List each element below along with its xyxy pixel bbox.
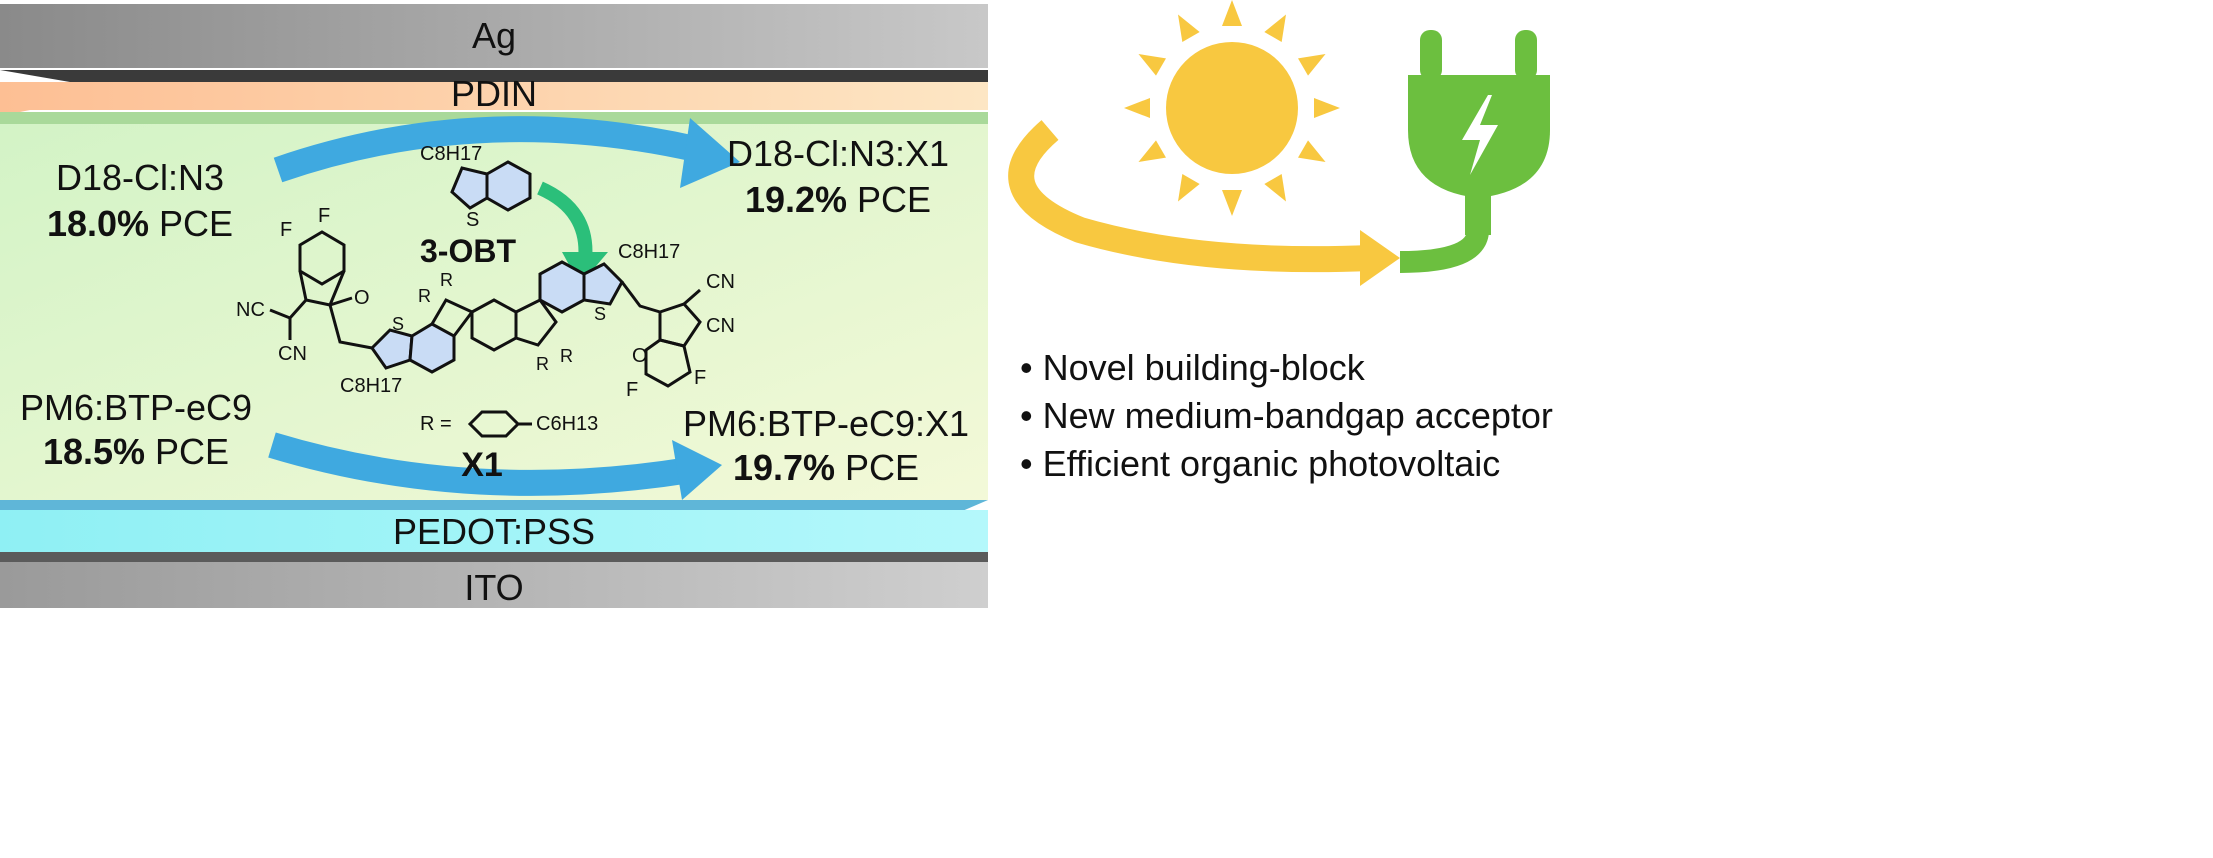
c8h17-label: C8H17 [618,241,680,263]
svg-text:PM6:BTP-eC9: PM6:BTP-eC9 [20,387,252,428]
svg-text:D18-Cl:N3:X1: D18-Cl:N3:X1 [727,133,949,174]
3-obt-structure: C8H17 S 3-OBT [420,143,532,269]
highlight-item: • New medium-bandgap acceptor [1020,395,1553,436]
ag-layer [0,4,988,68]
ag-label: Ag [472,15,516,56]
svg-text:R: R [440,270,453,290]
svg-text:19.2% PCE: 19.2% PCE [745,179,931,220]
svg-text:F: F [318,205,330,227]
pdin-label: PDIN [451,73,537,114]
system-pm6-btp: PM6:BTP-eC9 18.5% PCE [20,387,252,472]
svg-text:R: R [536,354,549,374]
pedot-label: PEDOT:PSS [393,511,595,552]
system-d18-n3-x1: D18-Cl:N3:X1 19.2% PCE [727,133,949,220]
highlight-item: • Novel building-block [1020,347,1366,388]
svg-text:CN: CN [278,343,307,365]
device-stack [0,4,988,608]
upper-arrow [273,116,703,183]
svg-text:S: S [466,209,479,231]
svg-text:O: O [354,287,370,309]
svg-text:S: S [594,304,606,324]
svg-text:18.0% PCE: 18.0% PCE [47,203,233,244]
svg-text:NC: NC [236,299,265,321]
svg-text:18.5% PCE: 18.5% PCE [43,431,229,472]
svg-text:R =: R = [420,413,452,435]
c8h17-label: C8H17 [340,375,402,397]
building-block-label: 3-OBT [420,233,516,269]
svg-text:19.7% PCE: 19.7% PCE [733,447,919,488]
svg-text:D18-Cl:N3: D18-Cl:N3 [56,157,224,198]
ito-label: ITO [464,567,523,608]
highlight-item: • Efficient organic photovoltaic [1020,443,1500,484]
svg-text:F: F [280,219,292,241]
upper-arrow-head [680,118,740,188]
system-pm6-btp-x1: PM6:BTP-eC9:X1 19.7% PCE [683,403,969,488]
svg-text:O: O [632,345,648,367]
svg-text:CN: CN [706,271,735,293]
c8h17-label: C8H17 [420,143,482,165]
svg-text:S: S [392,314,404,334]
sun-icon [1124,0,1340,216]
svg-text:R: R [418,286,431,306]
system-d18-n3: D18-Cl:N3 18.0% PCE [47,157,233,244]
highlights-list: • Novel building-block • New medium-band… [1020,347,1553,484]
lower-arrow [268,432,693,496]
acceptor-label: X1 [461,446,503,484]
svg-text:R: R [560,346,573,366]
green-arrow [536,181,593,261]
energy-arrow [1008,120,1371,273]
plug-icon [1399,30,1550,273]
svg-text:CN: CN [706,315,735,337]
pedot-layer [0,510,988,552]
svg-text:F: F [694,367,706,389]
svg-text:F: F [626,379,638,401]
x1-structure: F F O NC CN S C8H17 R R R R S C8H17 CN C… [236,205,735,484]
svg-text:PM6:BTP-eC9:X1: PM6:BTP-eC9:X1 [683,403,969,444]
ito-layer [0,562,988,608]
c6h13-label: C6H13 [536,413,598,435]
lower-arrow-head [672,440,722,500]
